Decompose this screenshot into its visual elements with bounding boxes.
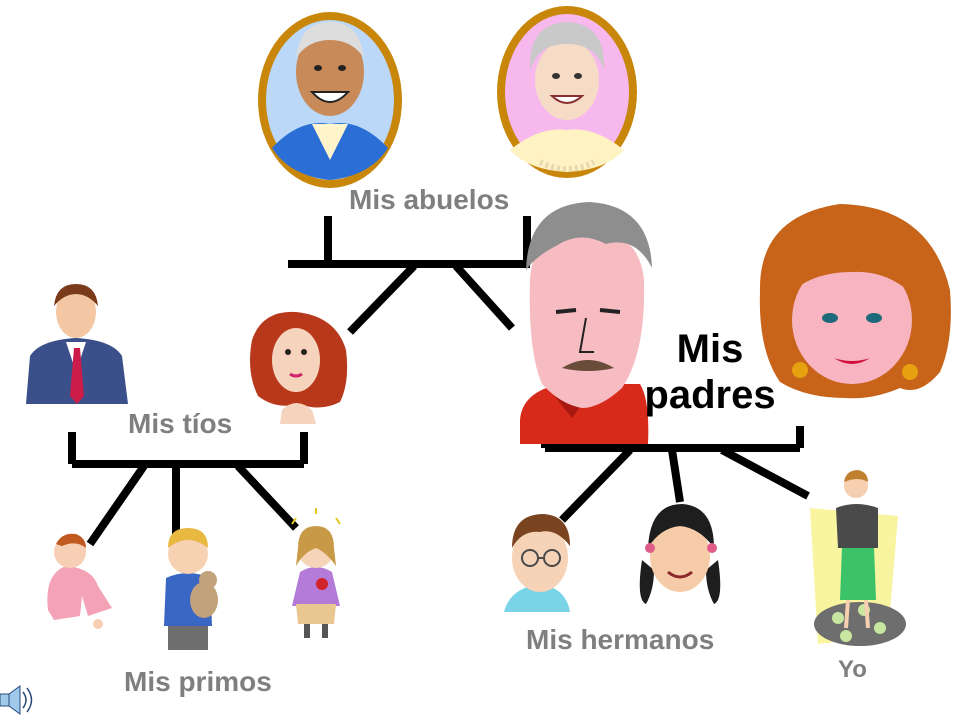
- speaker-icon[interactable]: [0, 685, 33, 715]
- grandmother-portrait: [497, 6, 637, 178]
- father-figure: [520, 202, 652, 444]
- cousin-boy-figure: [164, 528, 218, 650]
- uncle-figure: [26, 284, 128, 404]
- grandfather-portrait: [258, 12, 402, 188]
- label-uncles-aunts: Mis tíos: [128, 408, 233, 439]
- cousin-girl-figure: [291, 508, 341, 638]
- brother-figure: [504, 514, 570, 612]
- sister-figure: [639, 504, 721, 604]
- cousin-baby-figure: [47, 533, 113, 629]
- label-parents: Mis padres: [630, 326, 790, 418]
- label-parents-line2: padres: [644, 373, 776, 417]
- mother-figure: [759, 204, 951, 399]
- me-figure: [810, 470, 906, 646]
- label-grandparents: Mis abuelos: [349, 184, 510, 215]
- label-siblings: Mis hermanos: [526, 624, 715, 655]
- label-cousins: Mis primos: [124, 666, 272, 697]
- label-me: Yo: [838, 656, 867, 683]
- aunt-figure: [250, 311, 348, 424]
- label-parents-line1: Mis: [676, 327, 744, 371]
